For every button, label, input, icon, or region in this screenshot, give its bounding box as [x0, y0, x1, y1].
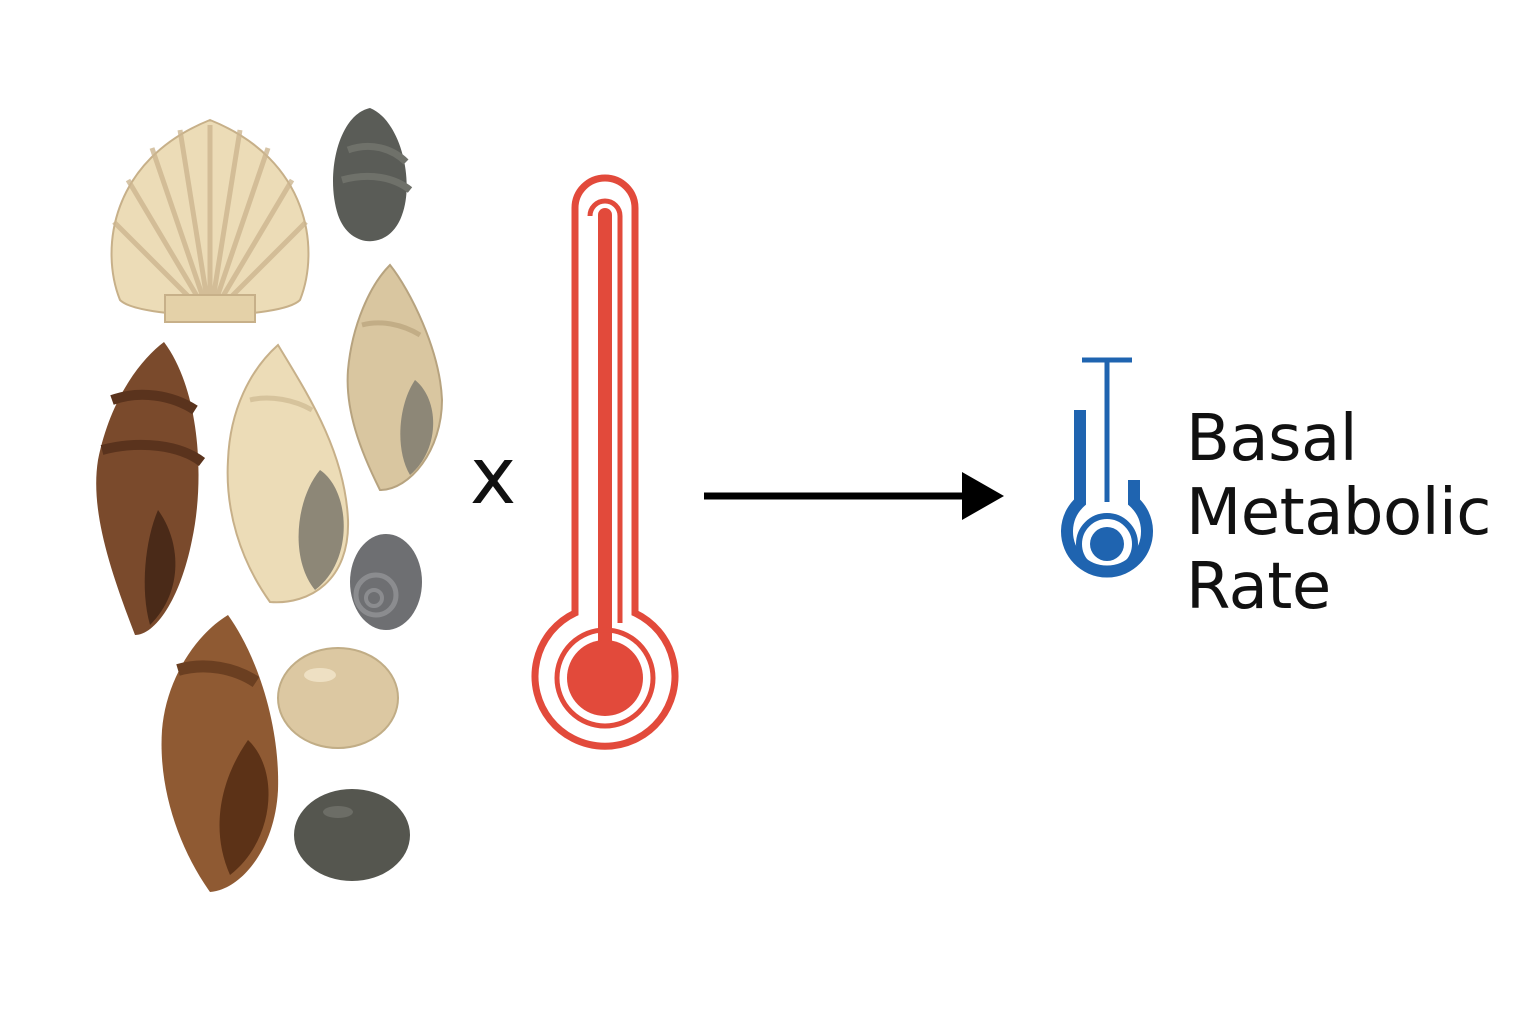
dark-mussel-icon [333, 108, 413, 242]
result-label-line3: Rate [1186, 550, 1331, 624]
brown-whelk-icon [161, 615, 279, 892]
shells-illustration [96, 108, 444, 892]
beige-whelk-icon [346, 263, 444, 492]
right-arrow-icon [704, 472, 1004, 520]
cream-whelk-icon [226, 343, 350, 604]
thermometer-icon [531, 174, 679, 750]
result-label: Basal Metabolic Rate [1186, 402, 1491, 624]
scallop-shell-icon [110, 118, 310, 323]
multiply-sign: x [470, 432, 517, 522]
metabolic-rate-icon [1061, 357, 1153, 578]
beige-pebble-icon [277, 647, 399, 749]
brown-spiral-shell-icon [96, 342, 206, 635]
grey-snail-icon [350, 534, 422, 630]
result-label-line2: Metabolic [1186, 476, 1491, 550]
result-label-line1: Basal [1186, 402, 1357, 476]
dark-pebble-icon [294, 789, 410, 881]
